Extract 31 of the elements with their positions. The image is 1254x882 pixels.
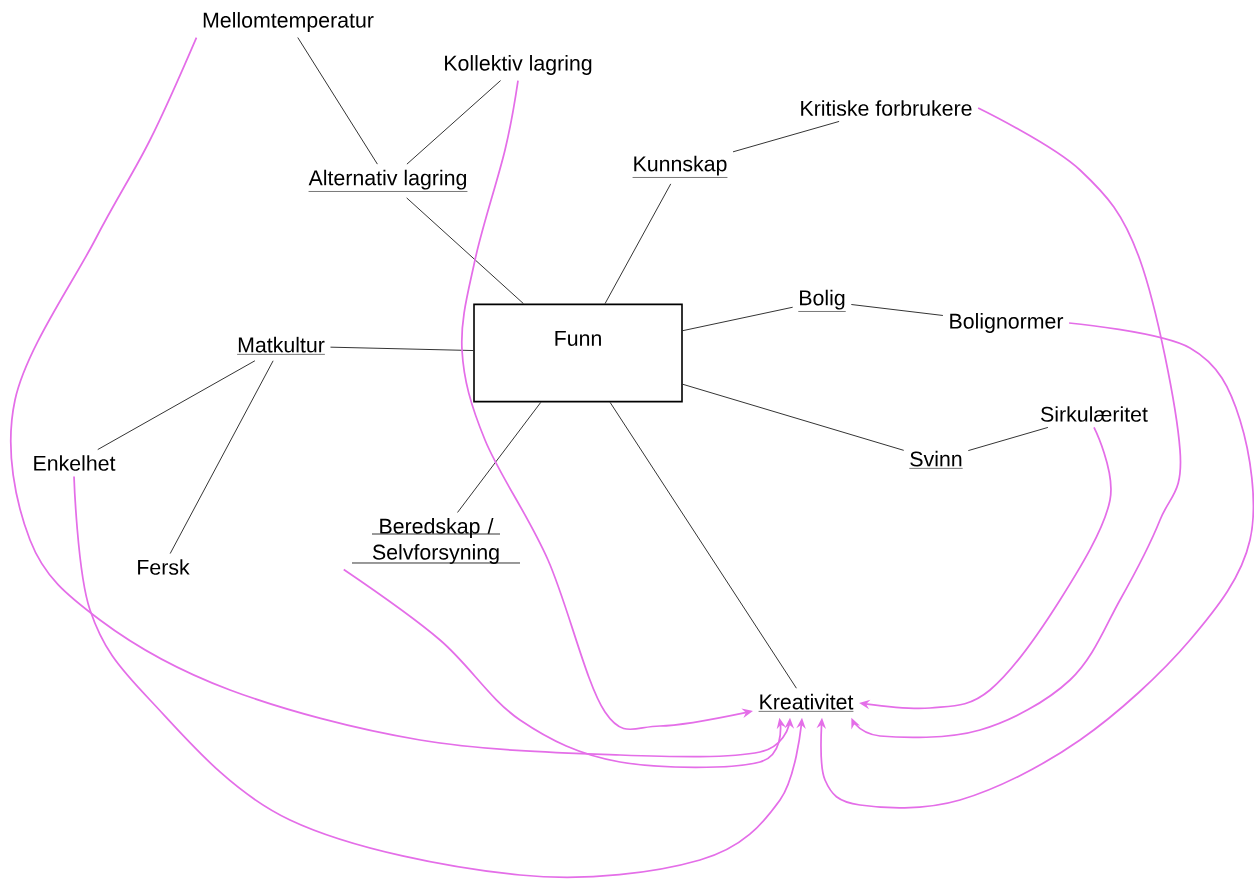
connector-line bbox=[682, 383, 905, 451]
connector-line bbox=[850, 304, 944, 316]
connector-line bbox=[609, 402, 797, 689]
keyword-label: Mellomtemperatur bbox=[203, 12, 374, 32]
connector-line bbox=[330, 346, 474, 351]
keyword-label: Enkelhet bbox=[34, 455, 116, 471]
connector-line bbox=[406, 80, 501, 165]
connector-line bbox=[682, 306, 794, 332]
connector-line bbox=[97, 360, 256, 450]
keyword-label: Bolignormer bbox=[950, 313, 1064, 333]
arrow bbox=[851, 107, 1182, 739]
connector-line bbox=[457, 402, 542, 513]
connector-line bbox=[169, 360, 274, 554]
keyword-label: Kollektiv lagring bbox=[445, 55, 592, 75]
keyword-label: Sirkulæritet bbox=[1041, 406, 1148, 422]
topic-label: Alternativ lagring bbox=[308, 169, 468, 192]
topic-label: Kunnskap bbox=[632, 155, 728, 178]
connector-line bbox=[297, 37, 378, 165]
connector-line bbox=[967, 427, 1049, 451]
arrow bbox=[816, 322, 1254, 809]
topic-label: Kreativitet bbox=[758, 693, 854, 712]
topic-label: Beredskap / Selvforsyning bbox=[351, 518, 521, 564]
keyword-label: Kritiske forbrukere bbox=[801, 100, 972, 116]
topic-label: Svinn bbox=[909, 450, 963, 469]
topic-label: Bolig bbox=[798, 289, 846, 312]
topic-label: Matkultur bbox=[236, 336, 326, 355]
connector-line bbox=[732, 121, 840, 153]
keyword-label: Fersk bbox=[138, 559, 190, 575]
connector-line bbox=[604, 183, 672, 304]
finding-box: Funn bbox=[473, 303, 683, 403]
connector-line bbox=[406, 197, 524, 304]
